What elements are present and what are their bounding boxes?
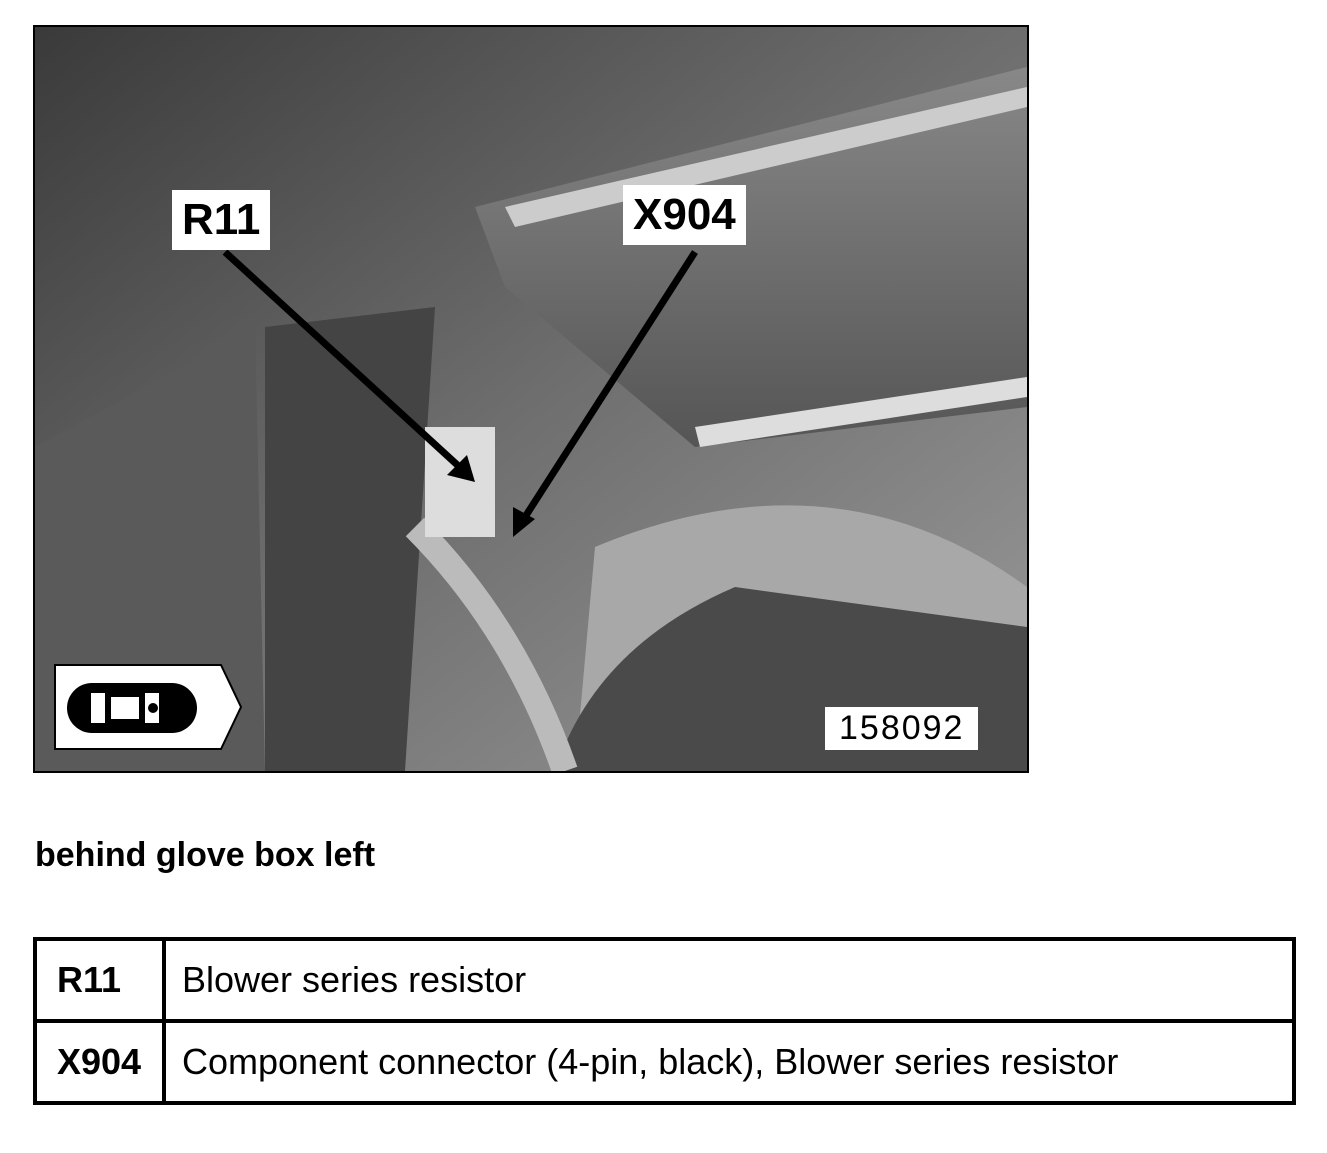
car-top-view-icon xyxy=(53,663,243,758)
legend-description: Component connector (4-pin, black), Blow… xyxy=(162,1019,1296,1105)
callout-x904: X904 xyxy=(623,185,746,245)
figure-number: 158092 xyxy=(825,707,979,750)
table-row: X904 Component connector (4-pin, black),… xyxy=(33,1019,1296,1105)
photo-illustration xyxy=(35,27,1027,771)
table-row: R11 Blower series resistor xyxy=(33,937,1296,1023)
location-caption: behind glove box left xyxy=(35,836,376,874)
component-location-photo: R11 X904 158092 xyxy=(33,25,1029,773)
legend-code: R11 xyxy=(33,937,166,1023)
legend-description: Blower series resistor xyxy=(162,937,1296,1023)
legend-code: X904 xyxy=(33,1019,166,1105)
legend-table: R11 Blower series resistor X904 Componen… xyxy=(33,937,1296,1105)
callout-r11: R11 xyxy=(172,190,271,250)
